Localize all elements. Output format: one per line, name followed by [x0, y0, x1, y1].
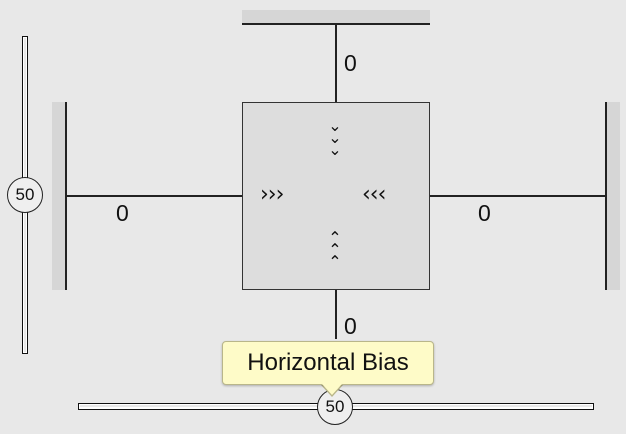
- horizontal-bias-tooltip: Horizontal Bias: [222, 341, 434, 385]
- right-anchor-bar: [605, 102, 620, 290]
- widget-box: [242, 102, 430, 290]
- left-constraint-line[interactable]: [66, 195, 242, 197]
- left-margin-value[interactable]: 0: [116, 200, 129, 226]
- vertical-bias-knob[interactable]: 50: [7, 177, 43, 213]
- right-margin-value[interactable]: 0: [478, 200, 491, 226]
- tooltip-tail: [322, 384, 342, 395]
- right-constraint-line[interactable]: [429, 195, 605, 197]
- top-margin-value[interactable]: 0: [344, 50, 357, 76]
- bottom-margin-value[interactable]: 0: [344, 313, 357, 339]
- chevron-right-icon[interactable]: ›››: [260, 182, 284, 207]
- top-constraint-line[interactable]: [335, 24, 337, 102]
- top-anchor-bar: [242, 10, 430, 24]
- chevron-down-icon[interactable]: ⌄ ⌄ ⌄: [328, 116, 342, 159]
- chevron-up-icon[interactable]: ⌃ ⌃ ⌃: [328, 228, 342, 271]
- right-anchor-line: [605, 102, 607, 290]
- bottom-constraint-line[interactable]: [335, 289, 337, 339]
- chevron-left-icon[interactable]: ‹‹‹: [362, 182, 386, 207]
- left-anchor-bar: [52, 102, 67, 290]
